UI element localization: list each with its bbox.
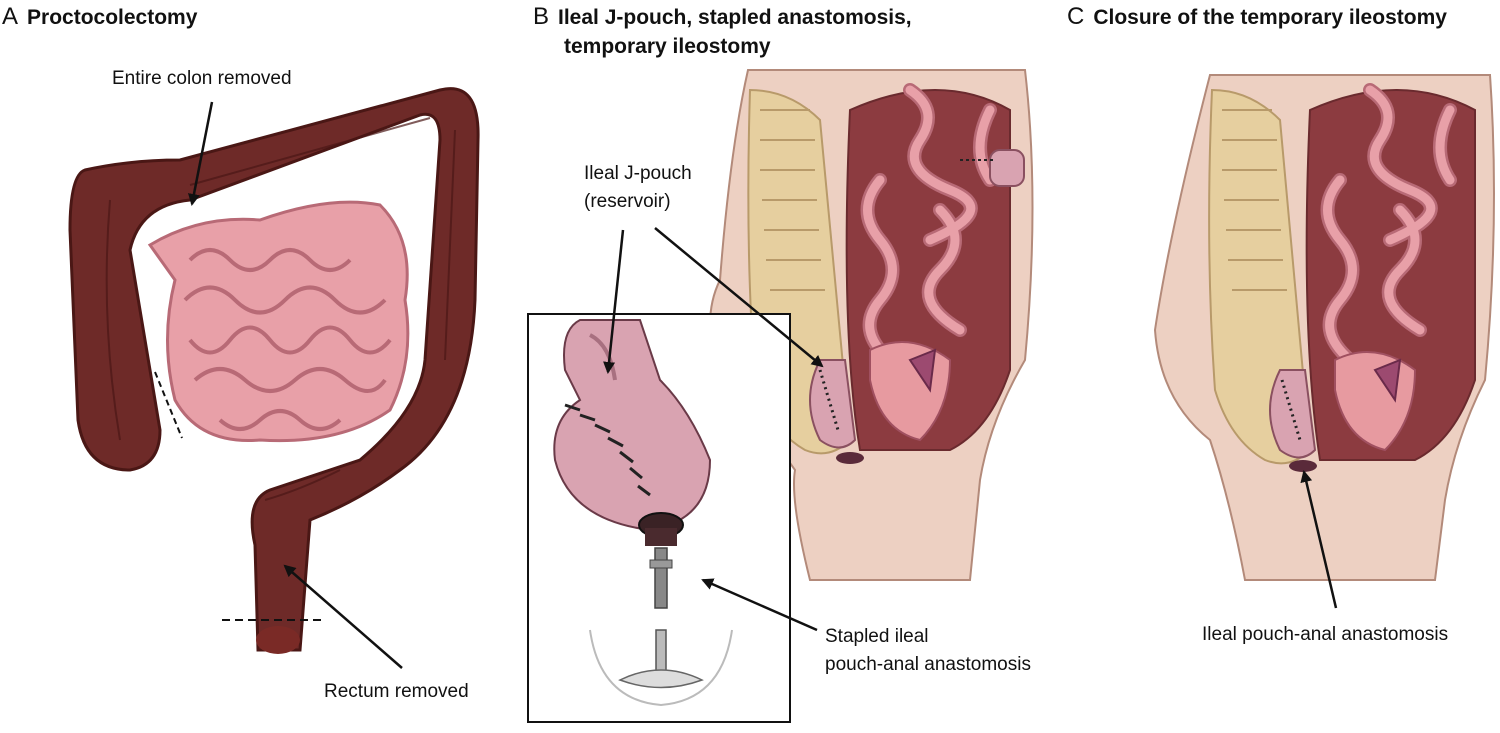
rectum-arrow [283, 564, 403, 669]
small-intestine [147, 200, 410, 443]
pouch-arrow-inset [603, 229, 625, 374]
pouch-arrow-section [654, 227, 824, 368]
panel-b-title-line2: temporary ileostomy [564, 35, 771, 58]
panel-a-title: A Proctocolectomy [2, 2, 197, 32]
label-reservoir: (reservoir) [584, 191, 671, 212]
rectum-stump [256, 626, 300, 654]
panel-j-pouch: B Ileal J-pouch, stapled anastomosis, tem… [520, 0, 1160, 733]
panel-c-title-text: Closure of the temporary ileostomy [1093, 6, 1447, 29]
ileostomy-stoma [989, 149, 1025, 187]
label-entire-colon-removed: Entire colon removed [112, 68, 292, 89]
panel-b-title: B Ileal J-pouch, stapled anastomosis, tem… [533, 2, 912, 61]
label-rectum-removed: Rectum removed [324, 681, 469, 702]
panel-a-title-text: Proctocolectomy [27, 6, 198, 29]
anastomosis-arrow-c [1300, 470, 1338, 609]
label-stapled-ileal: Stapled ileal [825, 626, 929, 647]
panel-a-letter: A [2, 3, 19, 30]
label-ileal-pouch-anal-anastomosis: Ileal pouch-anal anastomosis [1202, 624, 1449, 645]
panel-ileostomy-closure: C Closure of the temporary ileostomy [1060, 0, 1500, 733]
panel-b-title-line1: Ileal J-pouch, stapled anastomosis, [558, 6, 912, 29]
pelvis-section-illustration-c [1153, 74, 1495, 609]
panel-b-letter: B [533, 3, 550, 30]
panel-c-title: C Closure of the temporary ileostomy [1067, 2, 1447, 32]
colon-arrow [188, 101, 214, 206]
colon-shape [68, 87, 480, 652]
label-pouch-anal-anastomosis: pouch-anal anastomosis [825, 654, 1031, 675]
anastomosis-arrow-b [701, 578, 818, 632]
intestine-loops-c [1323, 85, 1455, 365]
stapler-inset [527, 313, 791, 723]
colon-illustration [68, 87, 480, 669]
pelvic-pouch-c [1269, 369, 1317, 459]
pelvis-section-illustration-b [527, 69, 1034, 723]
pelvic-pouch-b [809, 359, 857, 449]
ileal-cut-line [154, 371, 183, 439]
panel-c-letter: C [1067, 3, 1085, 30]
label-ileal-j-pouch: Ileal J-pouch [584, 163, 692, 184]
